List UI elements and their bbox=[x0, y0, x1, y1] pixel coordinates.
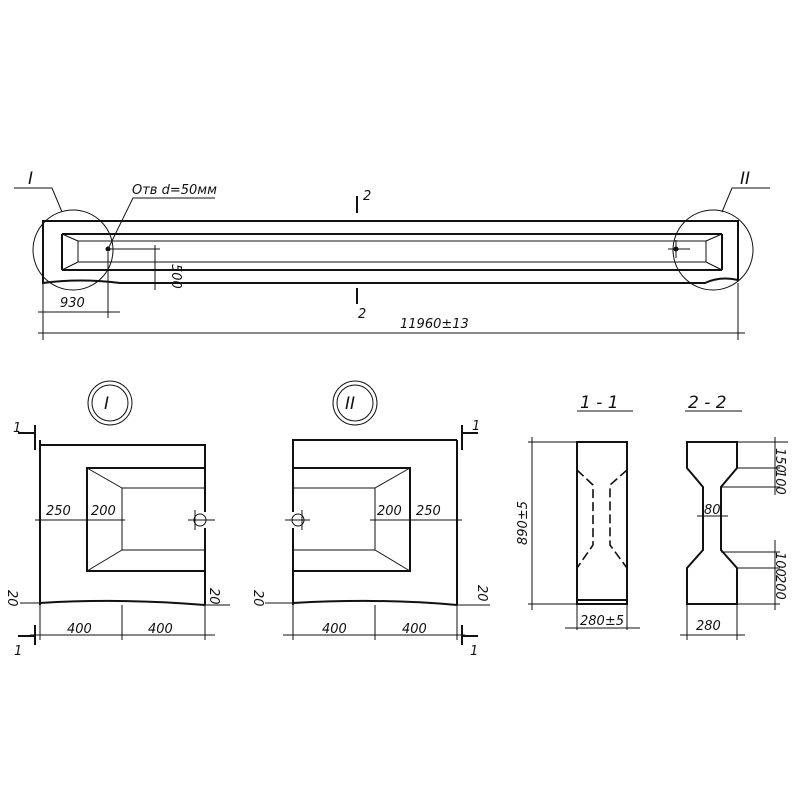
dim-20-left: 20 bbox=[250, 590, 265, 607]
dim-250: 250 bbox=[46, 504, 71, 519]
beam-plan: I II Отв d=50мм 500 930 11960±13 2 2 bbox=[14, 169, 770, 340]
section-2-2: 2 - 2 150 100 80 100 200 280 bbox=[680, 393, 788, 640]
section-mark-top: 1 bbox=[13, 421, 21, 436]
section-2-top: 2 bbox=[363, 189, 371, 204]
detail-I-callout: I bbox=[28, 169, 33, 189]
detail-II-callout: II bbox=[740, 169, 750, 189]
dim-200: 200 bbox=[772, 575, 787, 600]
dim-20-right: 20 bbox=[206, 588, 221, 605]
detail-I-circle bbox=[32, 209, 114, 291]
dim-500: 500 bbox=[168, 264, 183, 289]
section-2-bottom: 2 bbox=[358, 307, 366, 322]
dim-width: 280±5 bbox=[580, 614, 624, 629]
dim-930: 930 bbox=[60, 296, 85, 311]
section-1-1: 1 - 1 890±5 280±5 bbox=[516, 393, 640, 630]
section-1-1-title: 1 - 1 bbox=[580, 393, 619, 413]
dim-80: 80 bbox=[704, 503, 721, 518]
hole-note: Отв d=50мм bbox=[132, 183, 217, 198]
dim-400-a: 400 bbox=[67, 622, 92, 637]
dim-length: 11960±13 bbox=[400, 317, 469, 332]
section-mark-bottom: 1 bbox=[470, 644, 478, 659]
dim-250: 250 bbox=[416, 504, 441, 519]
dim-400-b: 400 bbox=[402, 622, 427, 637]
dim-150: 150 bbox=[772, 448, 787, 473]
section-mark-bottom: 1 bbox=[14, 644, 22, 659]
section-mark-top: 1 bbox=[472, 419, 480, 434]
dim-200: 200 bbox=[377, 504, 402, 519]
dim-100-bottom: 100 bbox=[772, 552, 787, 577]
dim-400-a: 400 bbox=[322, 622, 347, 637]
dim-100-top: 100 bbox=[772, 470, 787, 495]
dim-width: 280 bbox=[696, 619, 721, 634]
dim-height: 890±5 bbox=[516, 501, 531, 545]
detail-II-title: II bbox=[345, 394, 355, 414]
section-2-2-title: 2 - 2 bbox=[688, 393, 727, 413]
detail-I: I 250 200 1 1 400 400 20 20 bbox=[4, 380, 230, 659]
dim-20-left: 20 bbox=[4, 590, 19, 607]
dim-200: 200 bbox=[91, 504, 116, 519]
detail-II: II 200 250 1 1 400 400 20 20 bbox=[250, 380, 490, 659]
dim-400-b: 400 bbox=[148, 622, 173, 637]
dim-20-right: 20 bbox=[474, 585, 489, 602]
detail-I-title: I bbox=[104, 394, 109, 414]
detail-II-circle bbox=[672, 209, 754, 291]
